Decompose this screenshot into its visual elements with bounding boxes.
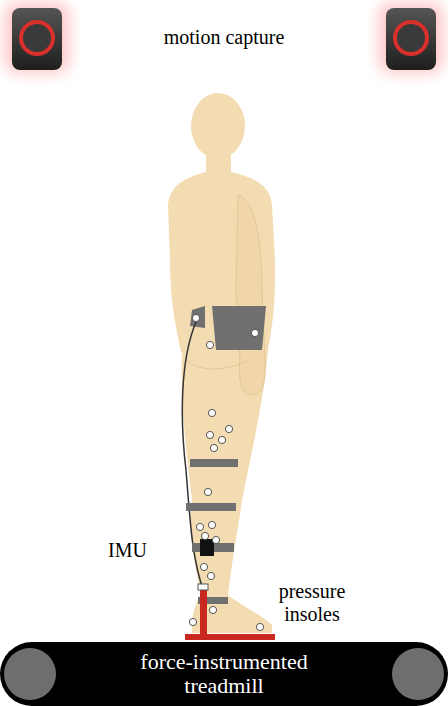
marker <box>212 536 219 543</box>
camera-right <box>378 2 444 74</box>
marker <box>192 314 199 321</box>
marker <box>204 488 211 495</box>
marker <box>196 523 203 530</box>
marker <box>207 572 214 579</box>
imu-sensor <box>200 539 214 556</box>
pressure-insole <box>185 584 275 640</box>
marker <box>189 618 196 625</box>
human-figure <box>168 93 275 633</box>
camera-left <box>4 2 70 74</box>
sensor-belt <box>190 306 266 350</box>
marker <box>218 436 225 443</box>
marker <box>251 329 258 336</box>
sensor-label: IMU <box>108 539 168 562</box>
marker <box>256 623 263 630</box>
marker <box>225 425 232 432</box>
roller <box>4 648 56 700</box>
marker <box>209 606 216 613</box>
leg-straps <box>186 459 238 604</box>
marker <box>200 563 207 570</box>
marker <box>208 409 215 416</box>
sensor-label: pressure insoles <box>266 580 358 626</box>
system-label: motion capture <box>124 26 324 49</box>
marker <box>206 431 213 438</box>
marker <box>206 341 213 348</box>
motion-markers <box>189 314 263 630</box>
roller <box>392 648 444 700</box>
band-label: force-instrumented treadmill <box>114 650 334 698</box>
marker <box>210 444 217 451</box>
marker <box>201 532 208 539</box>
band-fill <box>0 642 448 706</box>
treadmill-band: force-instrumented treadmill <box>0 642 448 706</box>
marker <box>208 521 215 528</box>
